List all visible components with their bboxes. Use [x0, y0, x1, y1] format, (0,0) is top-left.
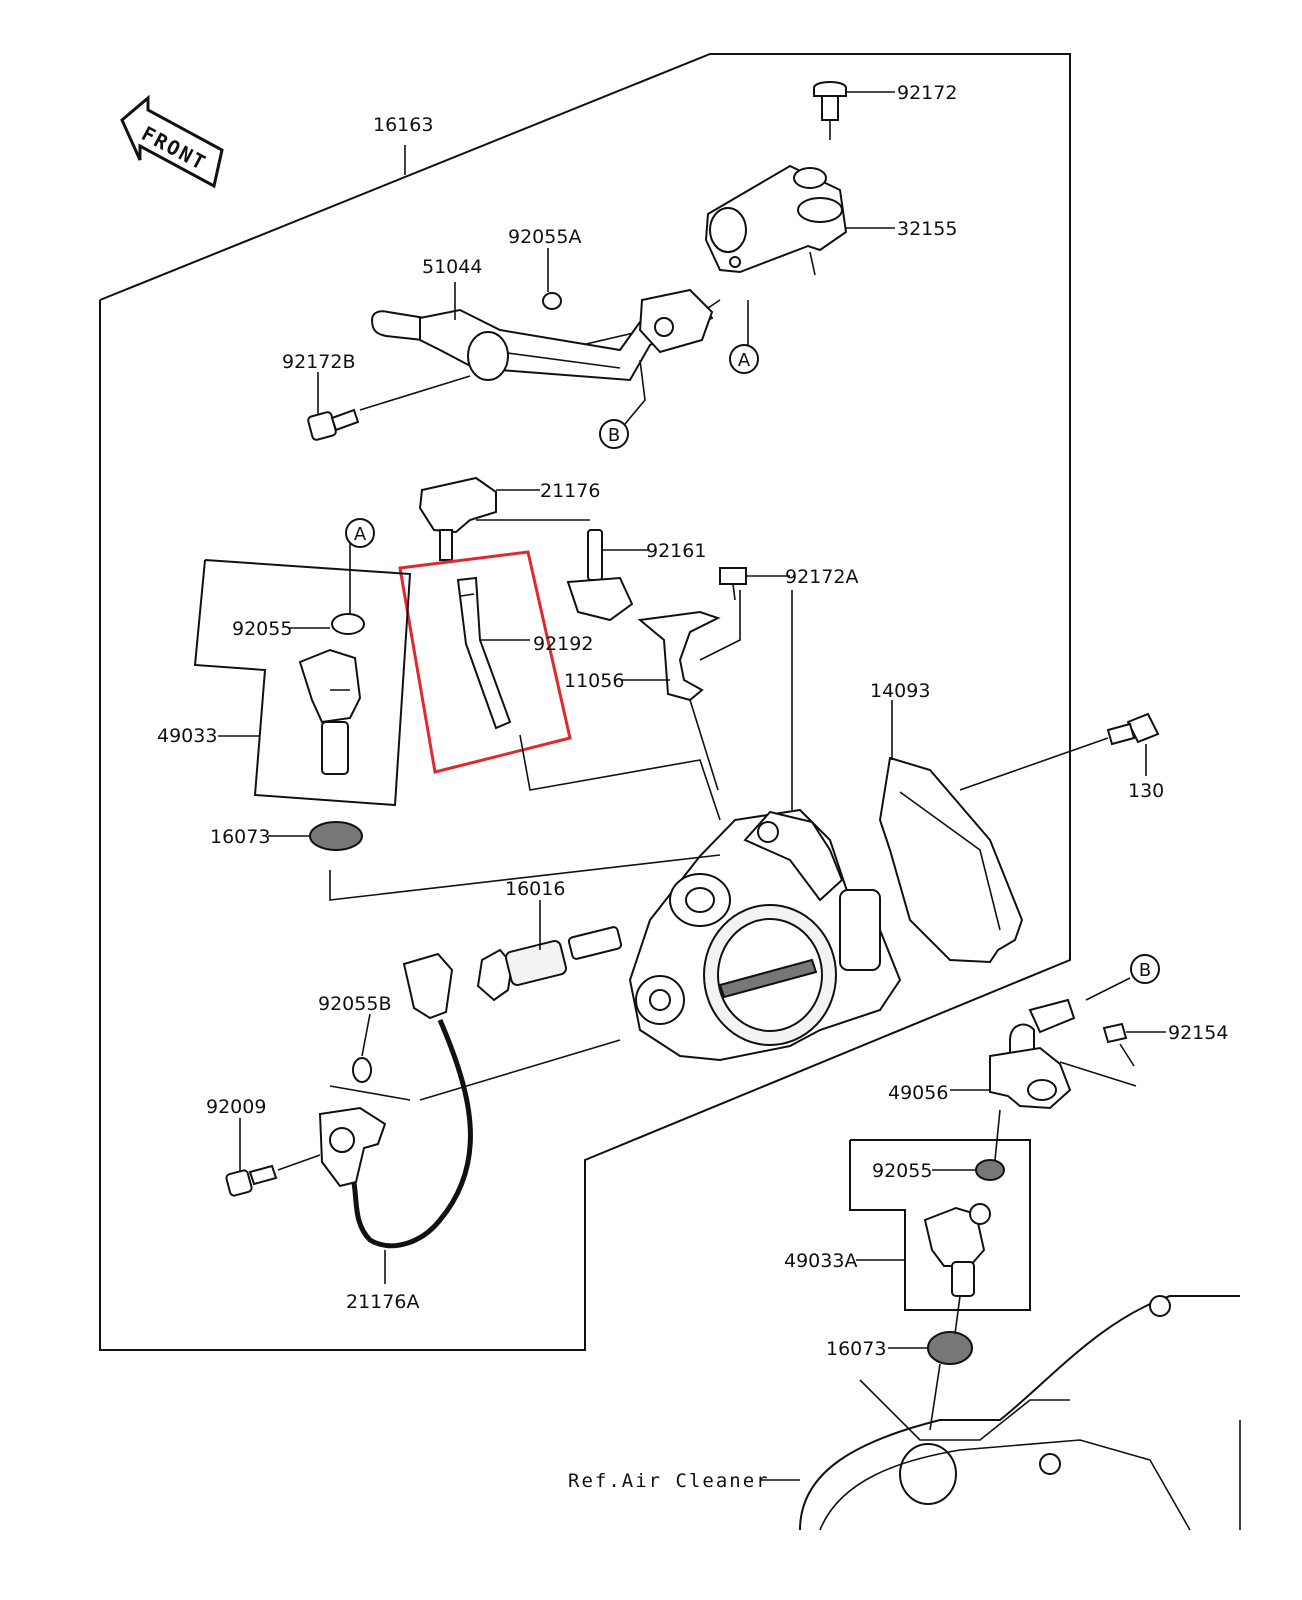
oring-92055A — [542, 292, 562, 310]
bolt-130 — [959, 712, 1160, 791]
label-92161: 92161 — [646, 540, 706, 562]
gasket-14093 — [878, 756, 1024, 964]
fuel-pipe-51044 — [370, 288, 721, 382]
hose-92192 — [456, 576, 512, 730]
callout-a-lower: A — [345, 518, 375, 548]
bolt-92172 — [813, 81, 847, 140]
highlight-box — [398, 550, 572, 774]
label-14093: 14093 — [870, 680, 930, 702]
fitting-49056 — [989, 998, 1076, 1110]
bolt-92154 — [1059, 1022, 1137, 1087]
svg-text:B: B — [1139, 960, 1151, 981]
leader-sensor — [277, 1039, 621, 1171]
sensor-49033 — [298, 648, 362, 775]
label-92154: 92154 — [1168, 1022, 1228, 1044]
label-92055: 92055 — [232, 618, 292, 640]
sensor-harness-21176A — [347, 952, 473, 1249]
label-49033A: 49033A — [784, 1250, 857, 1272]
bolt-92009 — [225, 1164, 278, 1197]
throttle-body — [628, 808, 902, 1062]
leader-lines — [218, 91, 1166, 1481]
label-16073: 16073 — [210, 826, 270, 848]
callout-b-upper: B — [599, 419, 629, 449]
label-92172A: 92172A — [785, 566, 858, 588]
subframe-49033 — [193, 559, 412, 807]
label-92172: 92172 — [897, 82, 957, 104]
connector-21176 — [418, 476, 497, 561]
svg-text:B: B — [608, 425, 620, 446]
bolt-92172B — [307, 408, 360, 441]
label-16073-lower: 16073 — [826, 1338, 886, 1360]
label-ref-air-cleaner: Ref.Air Cleaner — [568, 1470, 770, 1492]
idle-valve-16016 — [476, 926, 623, 1002]
bracket-11056 — [637, 610, 721, 791]
pipe-holder-32155 — [704, 164, 848, 276]
label-11056: 11056 — [564, 670, 624, 692]
label-49056: 49056 — [888, 1082, 948, 1104]
sensor-bracket — [318, 1106, 387, 1188]
assembly-frame — [99, 53, 1071, 1351]
screw-92172A — [719, 567, 747, 601]
label-21176: 21176 — [540, 480, 600, 502]
grommet-16073-lower — [927, 1331, 973, 1365]
label-21176A: 21176A — [346, 1291, 419, 1313]
sensor-49033A — [923, 1203, 991, 1297]
label-51044: 51044 — [422, 256, 482, 278]
callout-a-upper: A — [729, 344, 759, 374]
label-130: 130 — [1128, 780, 1164, 802]
label-92055-lower: 92055 — [872, 1160, 932, 1182]
label-92055A: 92055A — [508, 226, 581, 248]
label-92192: 92192 — [533, 633, 593, 655]
svg-text:A: A — [354, 524, 367, 545]
subframe-49033A — [849, 1139, 1031, 1311]
oring-92055B — [352, 1057, 372, 1083]
label-92055B: 92055B — [318, 993, 391, 1015]
front-arrow-icon: FRONT — [120, 94, 224, 189]
air-cleaner-ref — [799, 1295, 1241, 1531]
grommet-16073 — [309, 821, 363, 851]
holder-92161 — [566, 529, 634, 622]
svg-text:A: A — [738, 350, 751, 371]
oring-92055 — [331, 613, 365, 635]
label-92172B: 92172B — [282, 351, 355, 373]
oring-92055-lower — [975, 1159, 1005, 1181]
label-49033: 49033 — [157, 725, 217, 747]
label-16016: 16016 — [505, 878, 565, 900]
leader-16073-throttle — [329, 854, 721, 901]
label-32155: 32155 — [897, 218, 957, 240]
callout-b-lower: B — [1130, 954, 1160, 984]
label-92009: 92009 — [206, 1096, 266, 1118]
label-16163: 16163 — [373, 114, 433, 136]
